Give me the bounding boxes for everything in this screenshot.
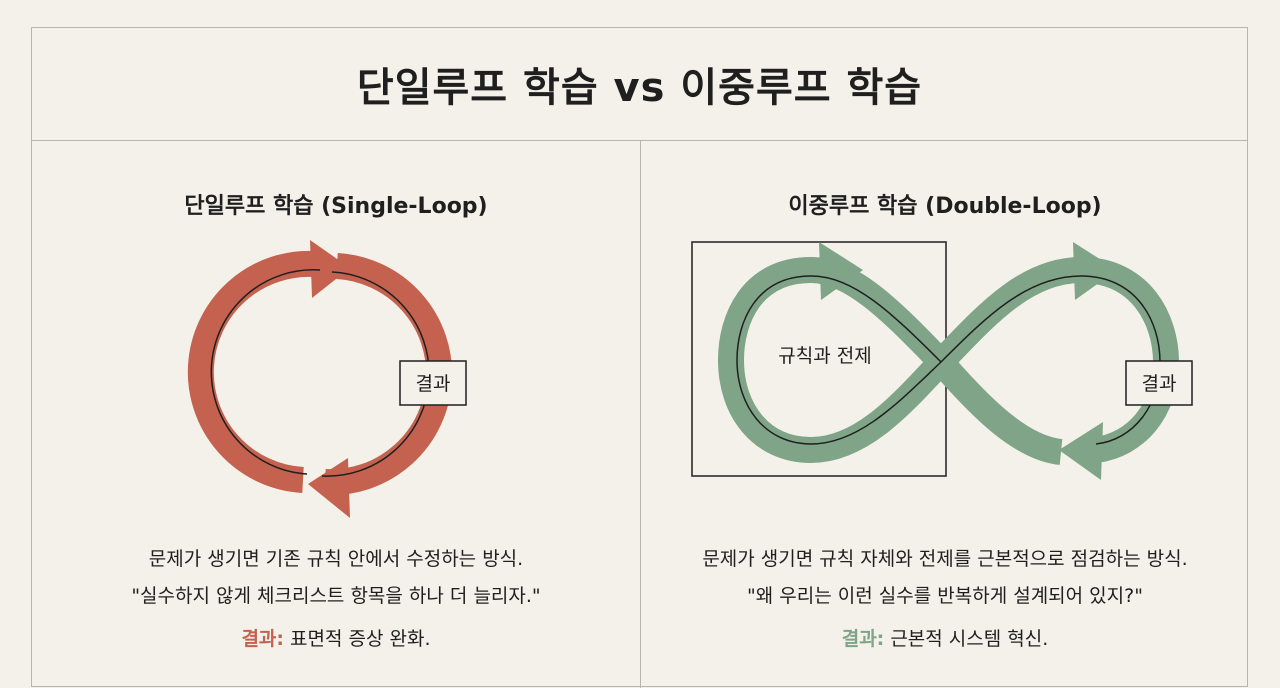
- double-loop-inner-line: [736, 275, 1161, 445]
- single-loop-arc-left: [187, 250, 316, 493]
- double-loop-arrowhead-bottom-right: [1059, 422, 1103, 480]
- single-loop-panel: 단일루프 학습 (Single-Loop) 결과 문제가 생기면 기존 규칙 안…: [32, 140, 640, 688]
- single-loop-desc-1: 문제가 생기면 기존 규칙 안에서 수정하는 방식.: [148, 548, 524, 570]
- double-loop-result-box-label: 결과: [1142, 373, 1177, 395]
- single-loop-arrowhead-top: [310, 240, 350, 298]
- double-loop-right-loop-lower: [931, 353, 1064, 465]
- double-loop-arrowhead-top-right: [1073, 242, 1117, 300]
- single-loop-result: 결과: 표면적 증상 완화.: [32, 624, 640, 651]
- double-loop-arrowhead-top-left: [819, 242, 863, 300]
- single-loop-arrowhead-bottom: [308, 458, 350, 518]
- diagram-frame: 단일루프 학습 vs 이중루프 학습 단일루프 학습 (Single-Loop)…: [31, 27, 1249, 688]
- double-loop-heading: 이중루프 학습 (Double-Loop): [788, 194, 1102, 219]
- single-loop-desc-2: "실수하지 않게 체크리스트 항목을 하나 더 늘리자.": [131, 585, 541, 607]
- double-loop-desc-2: "왜 우리는 이런 실수를 반복하게 설계되어 있지?": [747, 585, 1143, 607]
- main-title: 단일루프 학습 vs 이중루프 학습: [356, 65, 923, 111]
- title-row: 단일루프 학습 vs 이중루프 학습: [32, 28, 1247, 141]
- single-loop-result-text: 표면적 증상 완화.: [284, 628, 431, 650]
- double-loop-desc-1: 문제가 생기면 규칙 자체와 전제를 근본적으로 점검하는 방식.: [702, 548, 1188, 570]
- rule-premise-label: 규칙과 전제: [778, 345, 871, 367]
- double-loop-right-loop: [931, 256, 1180, 463]
- single-loop-inner-line-left: [210, 269, 321, 475]
- single-loop-diagram: 결과: [187, 240, 467, 518]
- double-loop-result-text: 근본적 시스템 혁신.: [884, 628, 1049, 650]
- single-loop-result-box: [399, 360, 467, 406]
- panel-divider: [640, 140, 641, 688]
- single-loop-result-box-label: 결과: [416, 373, 451, 395]
- double-loop-panel: 이중루프 학습 (Double-Loop) 규칙과 전제 결과 문제가 생기면 …: [641, 140, 1249, 688]
- double-loop-diagram: 규칙과 전제 결과: [691, 241, 1193, 480]
- double-loop-result: 결과: 근본적 시스템 혁신.: [641, 624, 1249, 651]
- double-loop-result-label: 결과:: [841, 628, 885, 650]
- double-loop-result-box: [1125, 360, 1193, 406]
- single-loop-heading: 단일루프 학습 (Single-Loop): [184, 194, 488, 219]
- single-loop-result-label: 결과:: [241, 628, 285, 650]
